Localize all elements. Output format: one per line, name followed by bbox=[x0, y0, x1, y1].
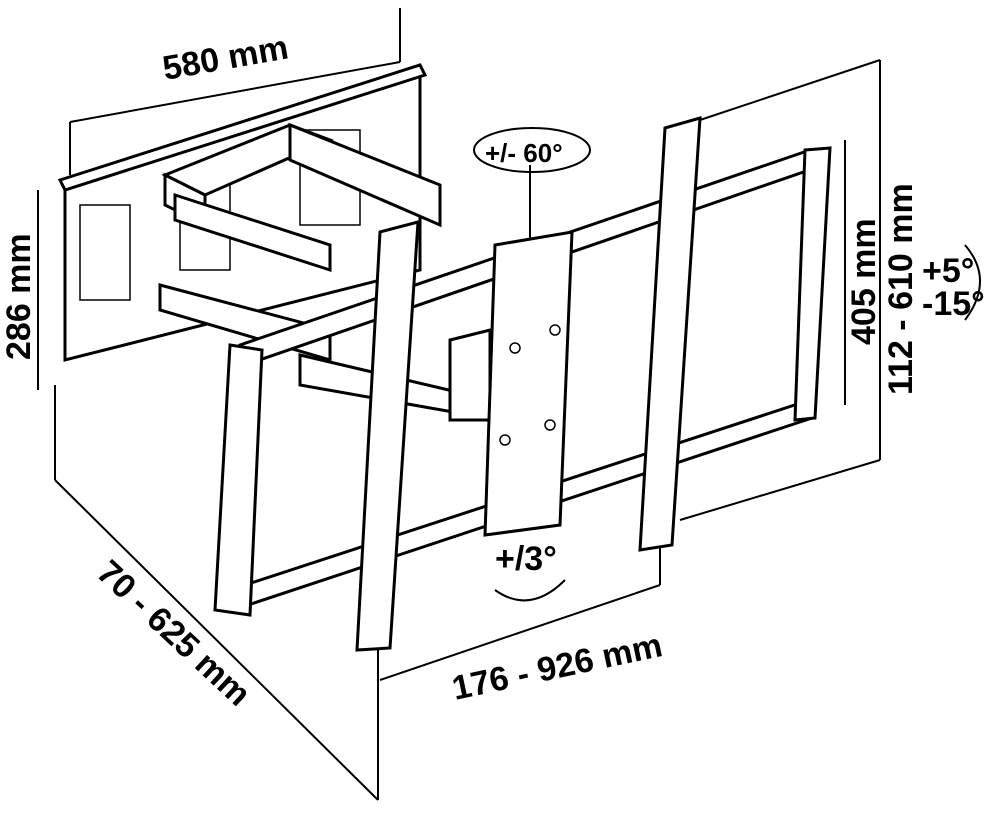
wall-plate-height-label: 286 mm bbox=[0, 233, 38, 360]
tilt-up-label: +5° bbox=[922, 252, 974, 290]
vesa-width-label: 176 - 926 mm bbox=[449, 626, 666, 708]
swivel-label: +/- 60° bbox=[485, 138, 563, 168]
rotation-label: +/3° bbox=[495, 540, 557, 578]
tv-brackets bbox=[213, 115, 832, 652]
tilt-down-label: -15° bbox=[922, 285, 985, 323]
height-adjust-label: 112 - 610 mm bbox=[882, 183, 920, 395]
wall-plate-width-label: 580 mm bbox=[160, 28, 291, 87]
vesa-height-label: 405 mm bbox=[845, 218, 883, 345]
dimension-lines bbox=[37, 8, 881, 801]
rotation-arrows bbox=[473, 127, 981, 602]
